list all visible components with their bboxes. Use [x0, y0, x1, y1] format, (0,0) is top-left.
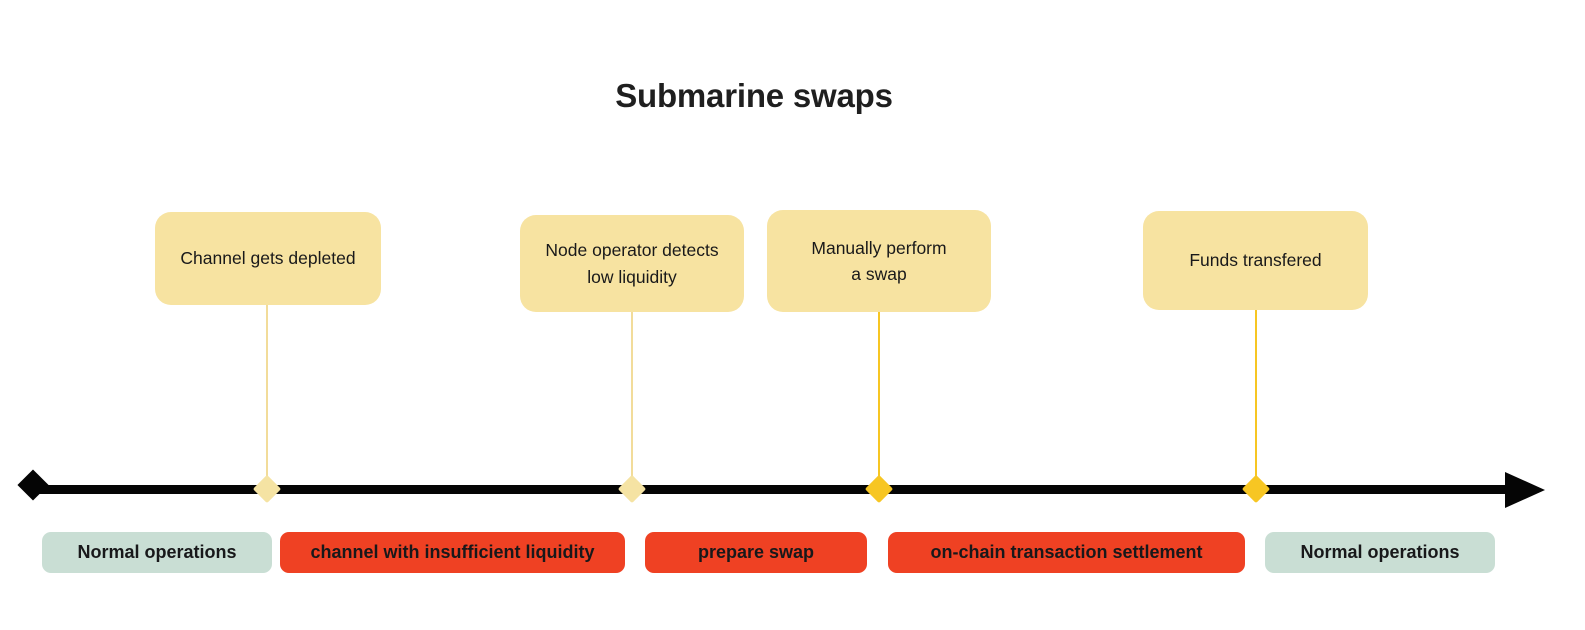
section-pill-0[interactable]: Normal operations	[42, 532, 272, 573]
section-pill-4[interactable]: Normal operations	[1265, 532, 1495, 573]
section-pill-label: on-chain transaction settlement	[930, 542, 1203, 562]
timeline-marker-low-liquidity-detected[interactable]	[617, 474, 647, 504]
event-box-manual-swap[interactable]: Manually perform a swap	[767, 210, 991, 312]
event-box-channel-depleted[interactable]: Channel gets depleted	[155, 212, 381, 305]
timeline-marker-manual-swap[interactable]	[864, 474, 894, 504]
event-box-line: Channel gets depleted	[180, 248, 356, 269]
section-pill-label: Normal operations	[77, 542, 237, 562]
event-connector-funds-transfered	[1255, 310, 1257, 487]
event-box-line: Manually perform	[811, 237, 947, 258]
event-box-line: Funds transfered	[1189, 250, 1322, 271]
section-pill-1[interactable]: channel with insufficient liquidity	[280, 532, 625, 573]
timeline-axis	[38, 485, 1522, 494]
section-pill-label: prepare swap	[697, 542, 815, 562]
section-pill-label: channel with insufficient liquidity	[310, 542, 595, 562]
timeline-marker-funds-transfered[interactable]	[1241, 474, 1271, 504]
section-pill-label: Normal operations	[1300, 542, 1460, 562]
event-connector-channel-depleted	[266, 305, 268, 487]
event-box-line: Node operator detects	[545, 240, 719, 261]
event-box-label: Node operator detects low liquidity	[545, 237, 718, 290]
event-box-line: a swap	[851, 264, 907, 284]
timeline-marker-channel-depleted[interactable]	[252, 474, 282, 504]
event-box-line: low liquidity	[587, 266, 677, 287]
event-box-label: Manually perform a swap	[811, 235, 946, 288]
page-title: Submarine swaps	[615, 77, 893, 114]
event-box-low-liquidity-detected[interactable]: Node operator detects low liquidity	[520, 215, 744, 312]
section-pill-2[interactable]: prepare swap	[645, 532, 867, 573]
event-box-funds-transfered[interactable]: Funds transfered	[1143, 211, 1368, 310]
event-box-label: Funds transfered	[1189, 247, 1321, 273]
section-pill-3[interactable]: on-chain transaction settlement	[888, 532, 1245, 573]
axis-arrow-head-icon	[1505, 472, 1545, 508]
event-box-label: Channel gets depleted	[180, 245, 355, 271]
event-connector-low-liquidity-detected	[631, 312, 633, 487]
event-connector-manual-swap	[878, 312, 880, 487]
